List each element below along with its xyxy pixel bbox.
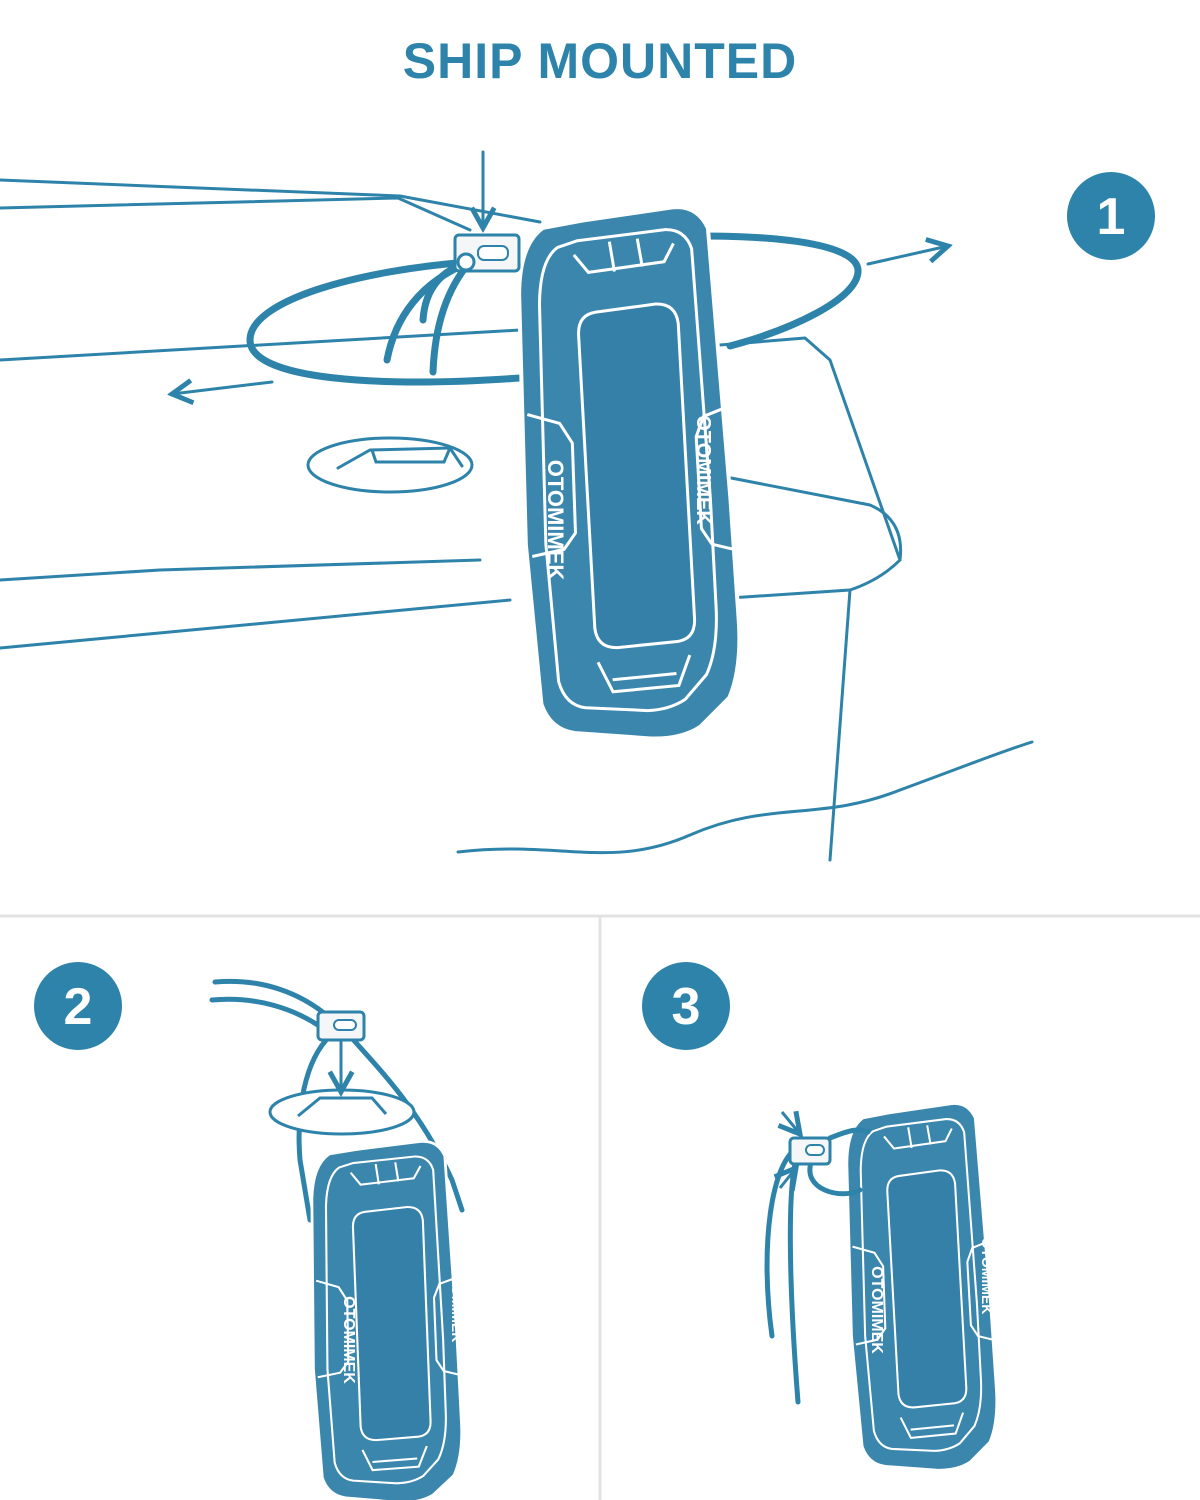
page-title: SHIP MOUNTED: [402, 33, 798, 89]
arrow-left-icon: [172, 382, 274, 394]
cleat-icon: [268, 1088, 416, 1136]
arrow-right-icon: [866, 246, 948, 266]
arrow-down-right-icon: [782, 1112, 800, 1134]
panel-dividers: [0, 914, 1200, 1500]
panel-step-3: 3 OTOMIMEK OTOMIMEK: [642, 962, 1001, 1475]
step-3-number: 3: [672, 978, 701, 1036]
arrow-up-right-icon: [780, 1168, 796, 1188]
step-3-badge: 3: [642, 962, 730, 1050]
fender-brand-text-side: OTOMIMEK: [979, 1238, 995, 1315]
fender-brand-text: OTOMIMEK: [340, 1296, 357, 1384]
direction-arrows: [172, 150, 948, 394]
step-2-badge: 2: [34, 962, 122, 1050]
fender-brand-text: OTOMIMEK: [868, 1266, 885, 1354]
fender-brand-text-side: OTOMIMEK: [449, 1266, 465, 1343]
panel-step-2: 2 OTOMIMEK OTOMIMEK: [34, 962, 465, 1500]
fender-illustration: [842, 1100, 1001, 1475]
boat-outline: [0, 178, 903, 862]
step-1-badge: 1: [1067, 172, 1155, 260]
rope-lock-icon: [316, 1010, 366, 1042]
fender-brand-text-side: OTOMIMEK: [692, 415, 714, 525]
squeeze-arrows: [780, 1112, 800, 1188]
cleat-icon: [306, 436, 474, 494]
fender-illustration: [308, 1139, 465, 1500]
rope-lock-icon: [788, 1136, 832, 1166]
panel-step-1: OTOMIMEK OTOMIMEK 1: [0, 150, 1155, 862]
step-2-number: 2: [64, 978, 93, 1036]
water-wave: [456, 740, 1034, 855]
rope-lock-icon: [453, 233, 521, 273]
step-1-number: 1: [1097, 188, 1126, 246]
fender-brand-text: OTOMIMEK: [543, 460, 568, 581]
